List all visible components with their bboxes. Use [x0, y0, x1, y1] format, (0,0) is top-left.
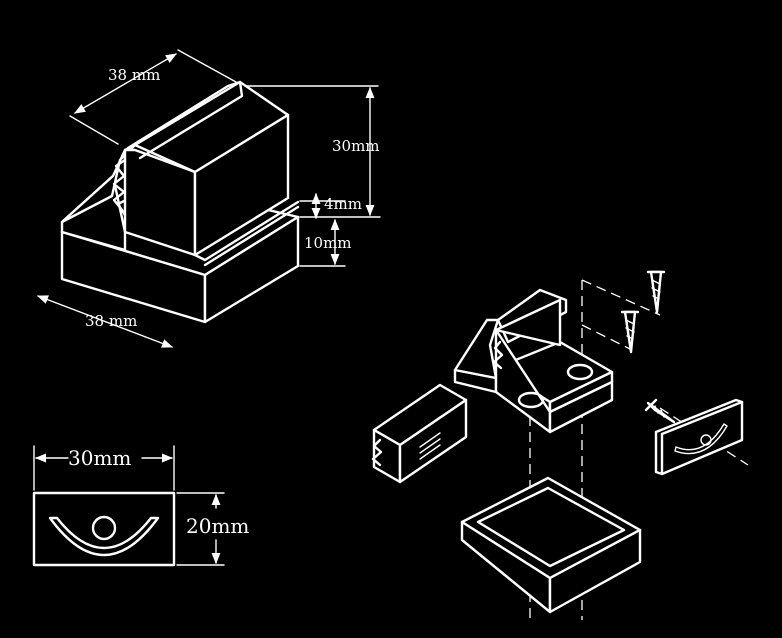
- exploded-assembly: [371, 270, 749, 622]
- iso-dimensions: [36, 49, 381, 348]
- dim-top-width-label: 38 mm: [108, 66, 160, 84]
- isometric-block: 38 mm 30mm 4mm 10mm 38 mm: [36, 49, 381, 348]
- slider-block: [371, 383, 468, 484]
- front-height-label: 20mm: [186, 514, 249, 538]
- open-tray: [460, 476, 642, 614]
- dim-base-width-label: 38 mm: [85, 312, 137, 330]
- mounting-plate: [654, 398, 744, 476]
- front-view: [32, 445, 225, 567]
- dim-ledge-label: 4mm: [324, 195, 362, 213]
- screw-1: [646, 270, 666, 314]
- screw-3: [644, 398, 676, 424]
- dim-height-label: 30mm: [332, 137, 380, 155]
- upper-body: [60, 80, 300, 262]
- slotted-bracket: [453, 288, 614, 434]
- dim-base-height-label: 10mm: [304, 234, 352, 252]
- screw-2: [620, 310, 640, 354]
- front-width-label: 30mm: [68, 446, 131, 470]
